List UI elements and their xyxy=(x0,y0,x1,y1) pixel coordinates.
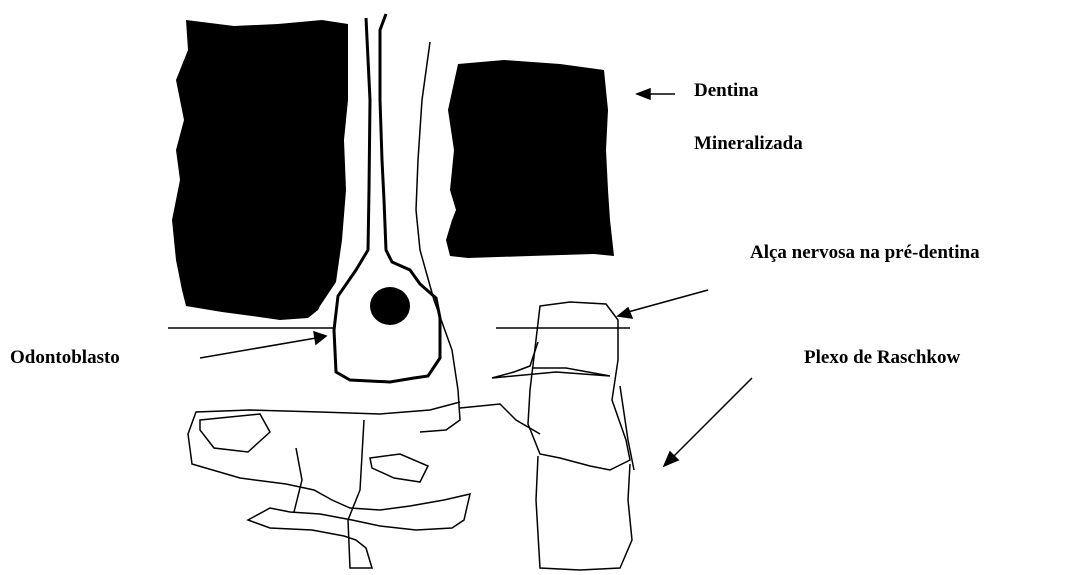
label-mineralizada: Mineralizada xyxy=(694,133,803,155)
right-dentin-block xyxy=(446,60,614,258)
nerve-loop xyxy=(492,302,634,570)
arrowhead-alca xyxy=(618,308,632,318)
label-dentina: Dentina xyxy=(694,80,758,102)
raschkow-plexus xyxy=(188,402,540,568)
arrowhead-odontoblasto xyxy=(314,332,326,344)
label-odontoblasto: Odontoblasto xyxy=(10,347,120,369)
arrow-plexo xyxy=(672,378,752,458)
left-dentin-block xyxy=(172,20,348,320)
nucleus xyxy=(370,287,410,325)
arrowhead-dentina xyxy=(637,89,650,99)
label-plexo: Plexo de Raschkow xyxy=(804,347,960,369)
odontoblast-process-outer xyxy=(334,14,440,382)
arrow-alca xyxy=(628,290,708,312)
odontoblast xyxy=(334,14,460,432)
arrow-odontoblasto xyxy=(200,338,316,358)
label-alca: Alça nervosa na pré-dentina xyxy=(750,242,980,264)
